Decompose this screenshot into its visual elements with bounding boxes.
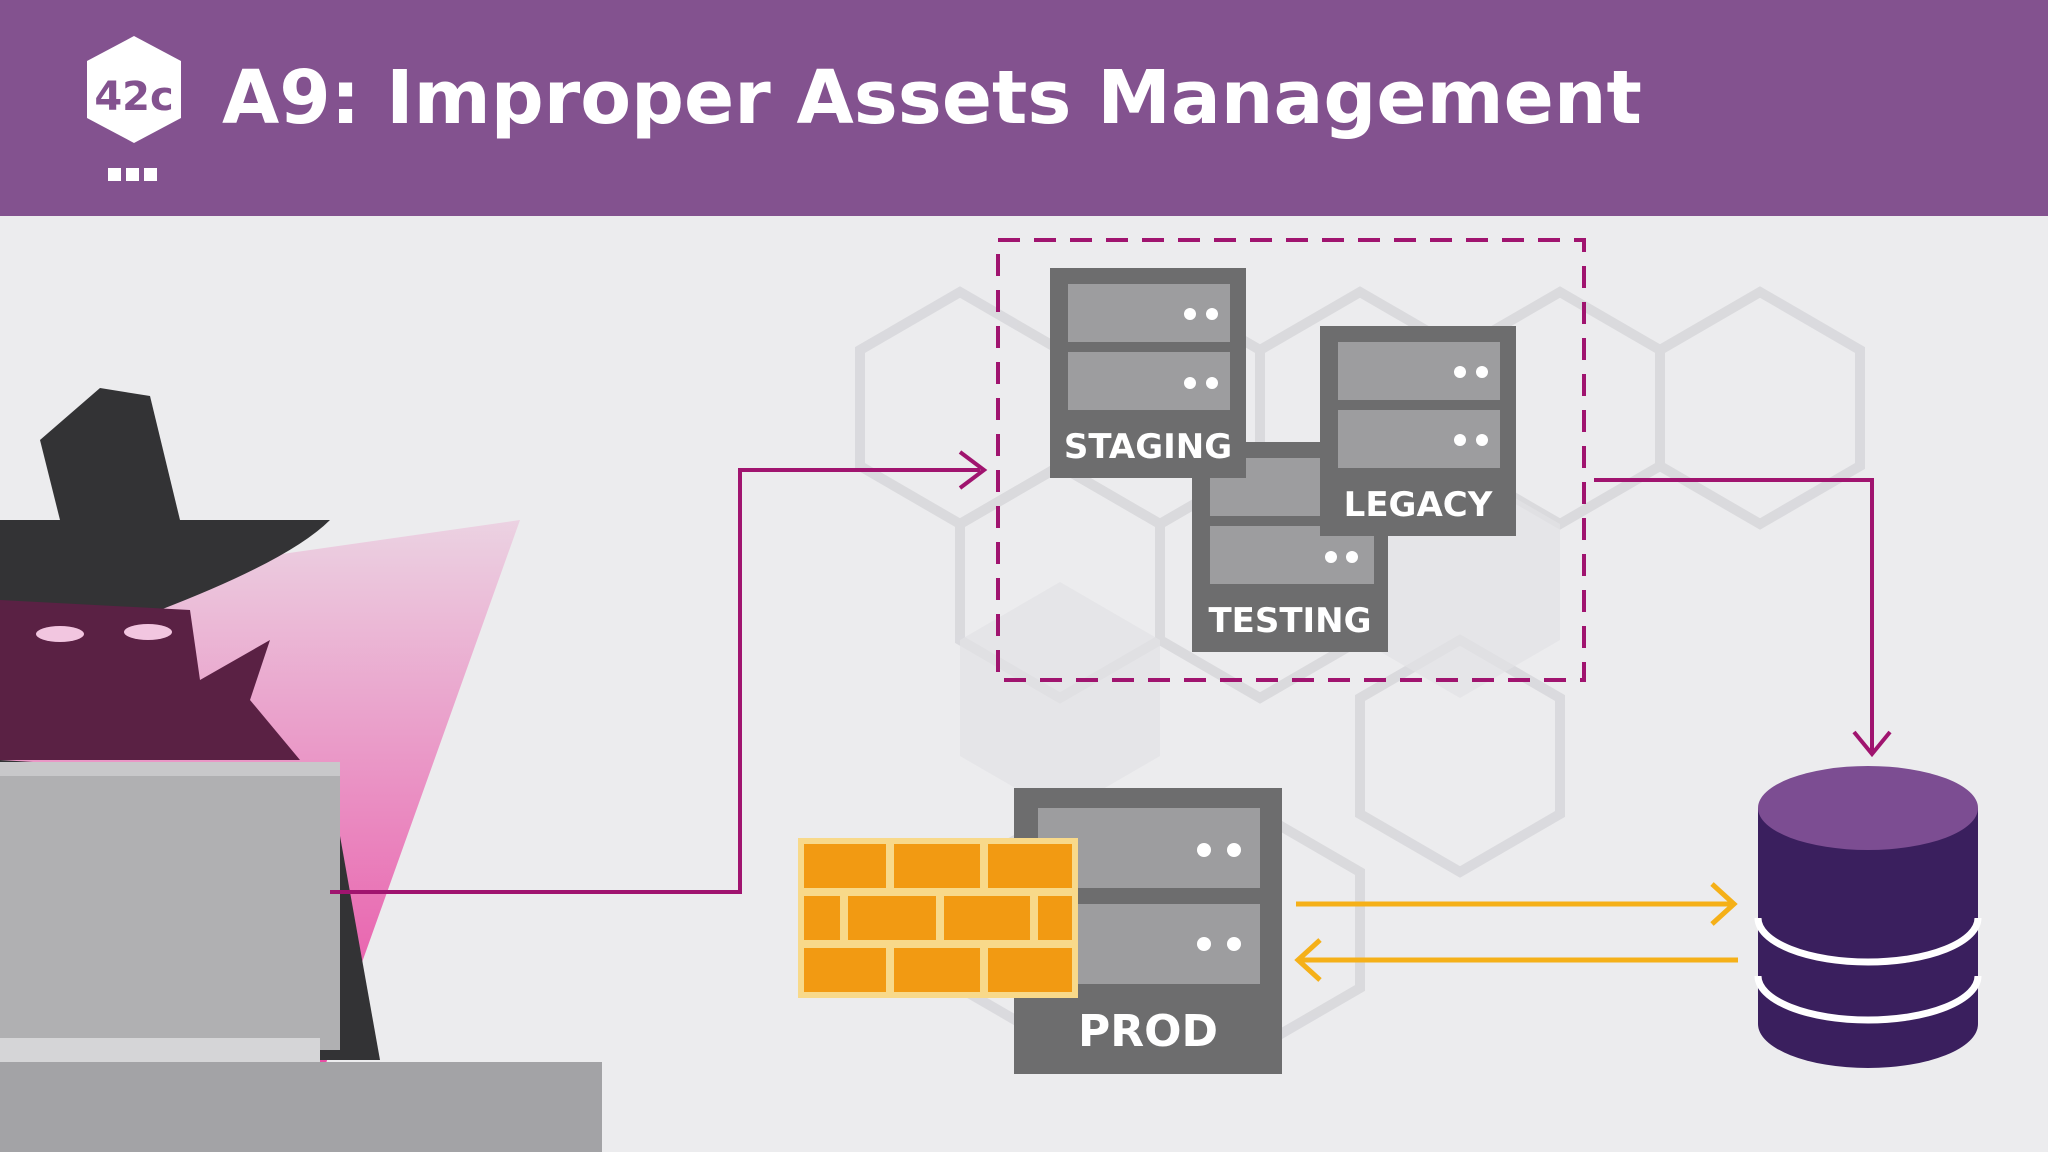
testing-label: TESTING xyxy=(1208,601,1371,641)
hacker-eye-left xyxy=(36,626,84,642)
diagram-canvas: TESTING STAGING LEGACY PROD xyxy=(0,216,2048,1152)
database-icon xyxy=(1754,766,1982,1068)
hacker-eye-right xyxy=(124,624,172,640)
legacy-server: LEGACY xyxy=(1320,326,1516,536)
logo: 42c xyxy=(87,36,181,181)
attack-arrow xyxy=(330,450,988,894)
staging-server: STAGING xyxy=(1050,268,1246,478)
nonprod-to-database-arrow xyxy=(1594,478,1892,758)
laptop xyxy=(0,762,340,1050)
desk xyxy=(0,1062,602,1152)
logo-text: 42c xyxy=(94,74,173,120)
legacy-label: LEGACY xyxy=(1344,485,1493,525)
database-to-prod-arrow xyxy=(1294,938,1738,982)
firewall xyxy=(798,838,1078,998)
slide-header: 42c xyxy=(0,0,2048,216)
prod-to-database-arrow xyxy=(1296,882,1738,926)
nonprod-boundary xyxy=(996,238,1586,682)
hacker-illustration xyxy=(0,388,602,1152)
staging-label: STAGING xyxy=(1064,427,1232,467)
prod-label: PROD xyxy=(1078,1006,1218,1057)
slide-title: A9: Improper Assets Management xyxy=(222,55,1642,141)
